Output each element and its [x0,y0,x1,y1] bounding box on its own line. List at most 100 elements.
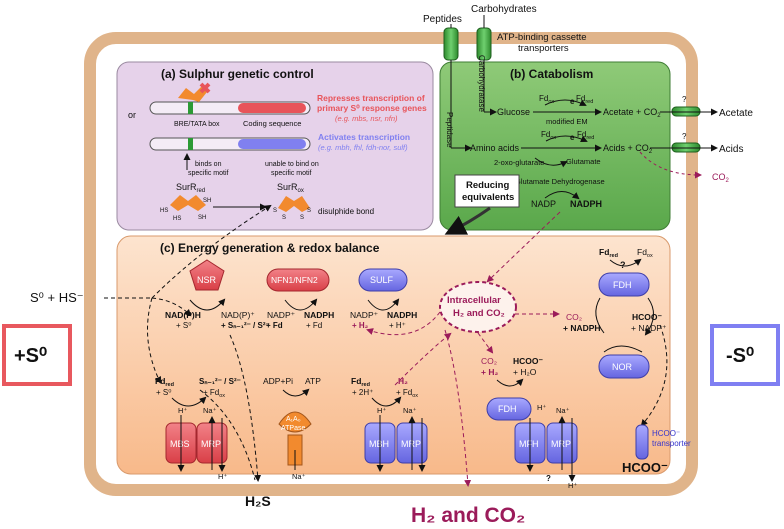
peptides-label: Peptides [423,14,462,25]
mrp-label-1: MRP [201,439,221,449]
amino-acids-label: Amino acids [470,143,520,153]
h2-co2-label: H₂ and CO₂ [411,504,525,527]
fd-red-label-1: Fdred [576,94,593,105]
reducing-label-2: equivalents [462,192,514,203]
hcoo-label: HCOO⁻ [622,460,668,475]
reducing-equivalents-box [454,174,520,208]
fdh-fd-red: Fdred [599,247,618,259]
represses-text-3: (e.g. mbs, nsr, nfn) [335,114,398,123]
hs-label-2: HS [173,216,181,222]
surr-ox-label: SurRox [277,182,304,194]
minus-s0-label: -S⁰ [726,345,754,367]
nadph-label: NADPH [570,199,602,209]
fdh-label-2: FDH [498,404,517,414]
mfh-left-1: CO₂ [481,356,497,366]
oxo-glutarate-label: 2-oxo-glutarate [494,158,544,167]
acetate-label: Acetate [719,108,753,119]
sh-label-2: SH [198,215,206,221]
abc-label: ATP-binding cassette [497,32,587,43]
s-label-2: S [307,208,311,214]
intracellular-label-1: Intracellular [447,295,501,306]
minus-s0-box [710,324,780,386]
mbh-left-2: + 2H⁺ [352,388,373,397]
nfn-left-2: + Fd [266,321,283,330]
represses-text-1: Represses transcription of [317,93,425,103]
sulf-label: SULF [370,275,394,285]
fdh-label: FDH [613,280,632,290]
represses-text-2: primary S⁰ response genes [317,103,427,113]
naplus-4: Na⁺ [556,406,570,415]
activates-text-1: Activates transcription [318,132,410,142]
mfh-right-2: + H₂O [513,367,537,377]
panel-a-title: (a) Sulphur genetic control [161,67,314,81]
nadp-label: NADP [531,199,556,209]
acids-co2-label: Acids + CO2 [603,143,653,155]
panel-energy-redox [116,235,671,475]
hplus-2: H⁺ [218,472,227,481]
binds-label-1: binds on [195,161,222,168]
hplus-4: H⁺ [537,403,546,412]
sulf-enzyme [358,268,408,292]
atp-label: ATP [305,376,321,386]
abc-label-2: transporters [518,43,569,54]
mbh-right-2: + Fdox [396,388,418,399]
gdh-label: Glutamate Dehydrogenase [515,177,605,186]
fdh-enzyme [598,272,650,297]
atpase-label-2: ATPase [281,425,305,432]
unable-label-1: unable to bind on [265,161,319,168]
mrp-label-3: MRP [551,439,571,449]
q-label-3: ? [546,474,551,483]
nfn-label: NFN1/NFN2 [271,275,318,285]
sulf-right-1: NADPH [387,310,417,320]
intracellular-h2-co2-pool [439,281,517,333]
or-label: or [128,110,136,120]
co2-nadph-2: + NADPH [563,323,601,333]
h2s-label: H₂S [245,493,271,509]
reducing-label-1: Reducing [466,180,509,191]
nor-enzyme [598,354,650,379]
q-label-2: ? [682,132,687,141]
unable-label-2: specific motif [271,170,312,177]
atpase-head [278,411,312,433]
hplus-3: H⁺ [377,406,386,415]
nsr-right-2: + Sₙ₋₁²⁻ / S²⁻ [221,321,270,330]
carbohydrates-label: Carbohydrates [471,4,537,15]
nsr-label: NSR [197,275,217,285]
hcoo-nadp-1: HCOO⁻ [632,312,663,322]
sulf-left-2: + H₂ [352,321,369,330]
glutamate-label: Glutamate [566,157,601,166]
mbh-left-1: Fdred [351,376,370,388]
fdh-question: ? [620,260,626,270]
mfh-right-1: HCOO⁻ [513,356,544,366]
mbs-right-1: Sₙ₋₁²⁻ / S²⁻ [199,377,241,386]
plus-s0-label: +S⁰ [14,345,47,367]
panel-b-title: (b) Catabolism [510,67,593,81]
mfh-label: MFH [519,439,539,449]
abc-transporter-1 [443,27,459,61]
nsr-enzyme-icon [189,259,225,291]
mbs-label: MBS [170,439,190,449]
sulf-right-2: + H⁺ [389,321,406,330]
surr-bound-icon [178,86,207,102]
mrp-label-2: MRP [401,439,421,449]
peptidase-label: Peptidase [445,112,454,148]
q-label-1: ? [682,95,687,104]
mfh-left-2: + H₂ [481,367,498,377]
glucose-label: Glucose [497,107,530,117]
hcoo-transporter-1: HCOO⁻ [652,429,680,438]
nor-label: NOR [612,362,633,372]
surr-ox-icon [278,196,310,212]
naplus-2: Na⁺ [292,472,306,481]
e-label-2: e [570,133,575,142]
sh-label-1: SH [203,198,211,204]
coding-sequence-label: Coding sequence [243,119,301,128]
disulphide-label: disulphide bond [318,207,374,216]
nfn-enzyme [266,268,330,292]
sulf-left-1: NADP⁺ [350,310,379,320]
acetate-co2-label: Acetate + CO2 [603,107,661,119]
e-label-1: e [570,97,575,106]
fdh-membrane-enzyme [486,397,532,421]
hs-label-1: HS [160,208,168,214]
hplus-1: H⁺ [178,406,187,415]
